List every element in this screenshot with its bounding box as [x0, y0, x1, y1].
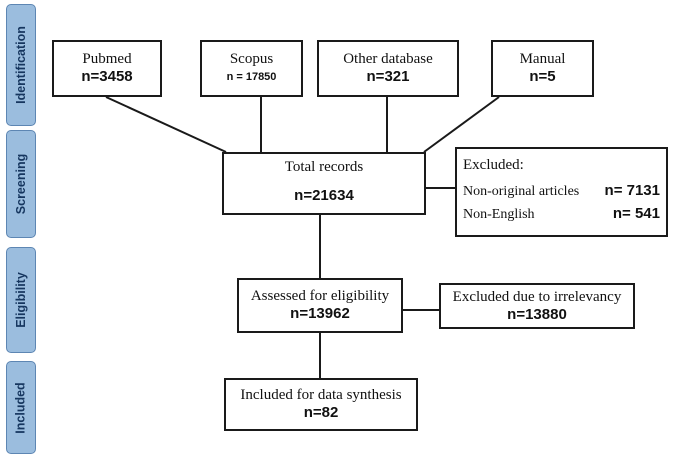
- stage-identification: Identification: [6, 4, 36, 126]
- excluded-row: Non-English n= 541: [463, 205, 660, 223]
- source-box-scopus: Scopus n = 17850: [200, 40, 303, 97]
- excluded-count: n= 7131: [604, 182, 660, 199]
- assessed-box: Assessed for eligibility n=13962: [237, 278, 403, 333]
- source-box-pubmed: Pubmed n=3458: [52, 40, 162, 97]
- stage-included: Included: [6, 361, 36, 454]
- assessed-label: Assessed for eligibility: [250, 288, 390, 304]
- included-box: Included for data synthesis n=82: [224, 378, 418, 431]
- total-records-count: n=21634: [294, 187, 354, 204]
- excluded-irrelevant-label: Excluded due to irrelevancy: [452, 288, 622, 305]
- excluded-count: n= 541: [612, 205, 660, 222]
- included-label: Included for data synthesis: [240, 387, 402, 403]
- source-label: Scopus: [229, 51, 274, 67]
- source-label: Pubmed: [82, 51, 132, 67]
- source-count: n=3458: [81, 68, 133, 85]
- source-box-manual: Manual n=5: [491, 40, 594, 97]
- excluded-irrelevant-count: n=13880: [507, 305, 567, 323]
- stage-screening: Screening: [6, 130, 36, 238]
- source-count: n=321: [366, 68, 410, 85]
- assessed-count: n=13962: [290, 305, 350, 322]
- excluded-title: Excluded:: [463, 157, 524, 173]
- source-count: n=5: [529, 68, 556, 85]
- connector-pubmed: [105, 96, 227, 153]
- excluded-irrelevant-box: Excluded due to irrelevancy n=13880: [439, 283, 635, 329]
- source-label: Manual: [519, 51, 566, 67]
- excluded-screening-box: Excluded: Non-original articles n= 7131 …: [455, 147, 668, 237]
- connector-manual: [423, 96, 500, 153]
- total-records-label: Total records: [284, 159, 364, 175]
- excluded-row: Non-original articles n= 7131: [463, 182, 660, 200]
- excluded-reason: Non-original articles: [463, 184, 580, 199]
- source-count: n = 17850: [226, 71, 277, 83]
- source-label: Other database: [343, 51, 433, 67]
- total-records-box: Total records n=21634: [222, 152, 426, 215]
- excluded-reason: Non-English: [463, 207, 535, 222]
- included-count: n=82: [303, 404, 339, 421]
- stage-eligibility: Eligibility: [6, 247, 36, 353]
- source-box-other-database: Other database n=321: [317, 40, 459, 97]
